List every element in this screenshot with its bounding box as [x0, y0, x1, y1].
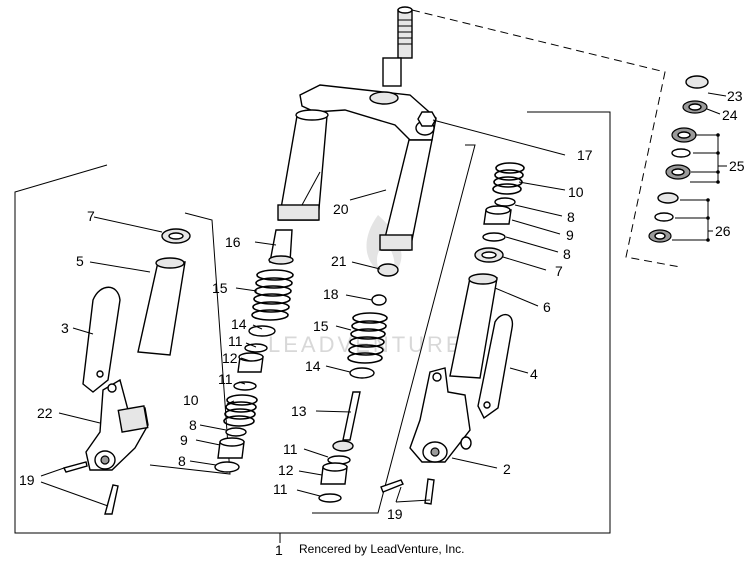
callout-7-left: 7	[87, 208, 95, 224]
callout-labels: 1 2 3 4 5 6 7 7 8 8 8 8 9 9 10 10 11 11 …	[19, 88, 745, 558]
callout-9-left: 9	[180, 432, 188, 448]
outer-tube-6	[449, 273, 498, 379]
callout-11-left-b: 11	[218, 371, 233, 387]
leader-24	[706, 108, 721, 115]
callout-14-left: 14	[231, 316, 247, 332]
callout-4: 4	[530, 366, 538, 382]
washer-14-left	[248, 325, 276, 337]
watermark: LEADVENTURE	[268, 215, 461, 357]
callout-9-right: 9	[566, 227, 574, 243]
callout-1: 1	[275, 542, 283, 558]
callout-12-left: 12	[222, 350, 238, 366]
collar-21	[377, 263, 399, 277]
bolt-19-left-b	[104, 484, 119, 515]
callout-8-left-b: 8	[178, 453, 186, 469]
ring-11-left-b	[233, 381, 257, 391]
callout-21: 21	[331, 253, 347, 269]
leader-lines	[40, 119, 566, 507]
callout-15-center: 15	[313, 318, 329, 334]
callout-19-left: 19	[19, 472, 35, 488]
assembly-frame-1	[14, 111, 611, 534]
ring-8-left	[225, 427, 247, 437]
spring-10-left	[223, 394, 258, 427]
callout-11-center-b: 11	[273, 481, 288, 497]
callout-25: 25	[729, 158, 745, 174]
callout-2: 2	[503, 461, 511, 477]
spring-10-right	[492, 162, 525, 195]
callout-22: 22	[37, 405, 53, 421]
washer-14-center	[349, 367, 375, 379]
callout-14-center: 14	[305, 358, 321, 374]
bracket-25	[690, 134, 719, 183]
credit-text: Rencered by LeadVenture, Inc.	[299, 542, 464, 556]
clamp-boss	[369, 91, 399, 105]
watermark-flame-icon	[366, 215, 402, 275]
callout-10-left: 10	[183, 392, 199, 408]
callout-15-left: 15	[212, 280, 228, 296]
callout-11-center-a: 11	[283, 441, 298, 457]
left-leg-box	[149, 212, 231, 475]
callout-20: 20	[333, 201, 349, 217]
outer-tube-5	[137, 257, 186, 356]
ring-11-left-a	[244, 343, 268, 353]
callout-19-right: 19	[387, 506, 403, 522]
callout-5: 5	[76, 253, 84, 269]
spring-15-left	[251, 269, 294, 321]
fork-tube-left	[277, 109, 329, 221]
callout-23: 23	[727, 88, 743, 104]
leader-23	[707, 92, 727, 97]
damper-rod-13	[332, 391, 361, 452]
guard-3	[82, 286, 121, 393]
callout-8-left-a: 8	[189, 417, 197, 433]
spring-15-center	[347, 312, 388, 364]
ring-8-right-b	[482, 232, 506, 242]
fork-tube-right	[379, 139, 433, 251]
bolt-19-right-b	[424, 478, 435, 505]
guard-4	[477, 313, 514, 420]
bracket-26	[672, 199, 709, 241]
bolt-19-left-a	[62, 461, 88, 473]
stem-to-bearings-leader	[411, 9, 681, 268]
callout-26: 26	[715, 223, 731, 239]
callout-8-right-a: 8	[567, 209, 575, 225]
lower-leg-2	[409, 367, 472, 463]
callout-10-right: 10	[568, 184, 584, 200]
bearing-set	[648, 75, 709, 243]
callout-13: 13	[291, 403, 307, 419]
steering-stem	[382, 6, 413, 87]
callout-11-left-a: 11	[228, 333, 243, 349]
callout-24: 24	[722, 107, 738, 123]
ring-11-center-b	[318, 493, 342, 503]
lower-leg-22	[85, 378, 149, 471]
callout-3: 3	[61, 320, 69, 336]
callout-7-right: 7	[555, 263, 563, 279]
center-column-box	[312, 144, 476, 514]
washer-18	[371, 294, 387, 306]
ring-8-left-b	[214, 461, 240, 473]
callout-6: 6	[543, 299, 551, 315]
ring-8-right-a	[494, 197, 516, 207]
callout-18: 18	[323, 286, 339, 302]
bracket-dots	[706, 133, 720, 242]
callout-8-right-b: 8	[563, 246, 571, 262]
bolt-19-right-a	[380, 479, 404, 493]
callout-12-center: 12	[278, 462, 294, 478]
callout-17: 17	[577, 147, 593, 163]
nut-17	[417, 111, 437, 127]
callout-16: 16	[225, 234, 241, 250]
